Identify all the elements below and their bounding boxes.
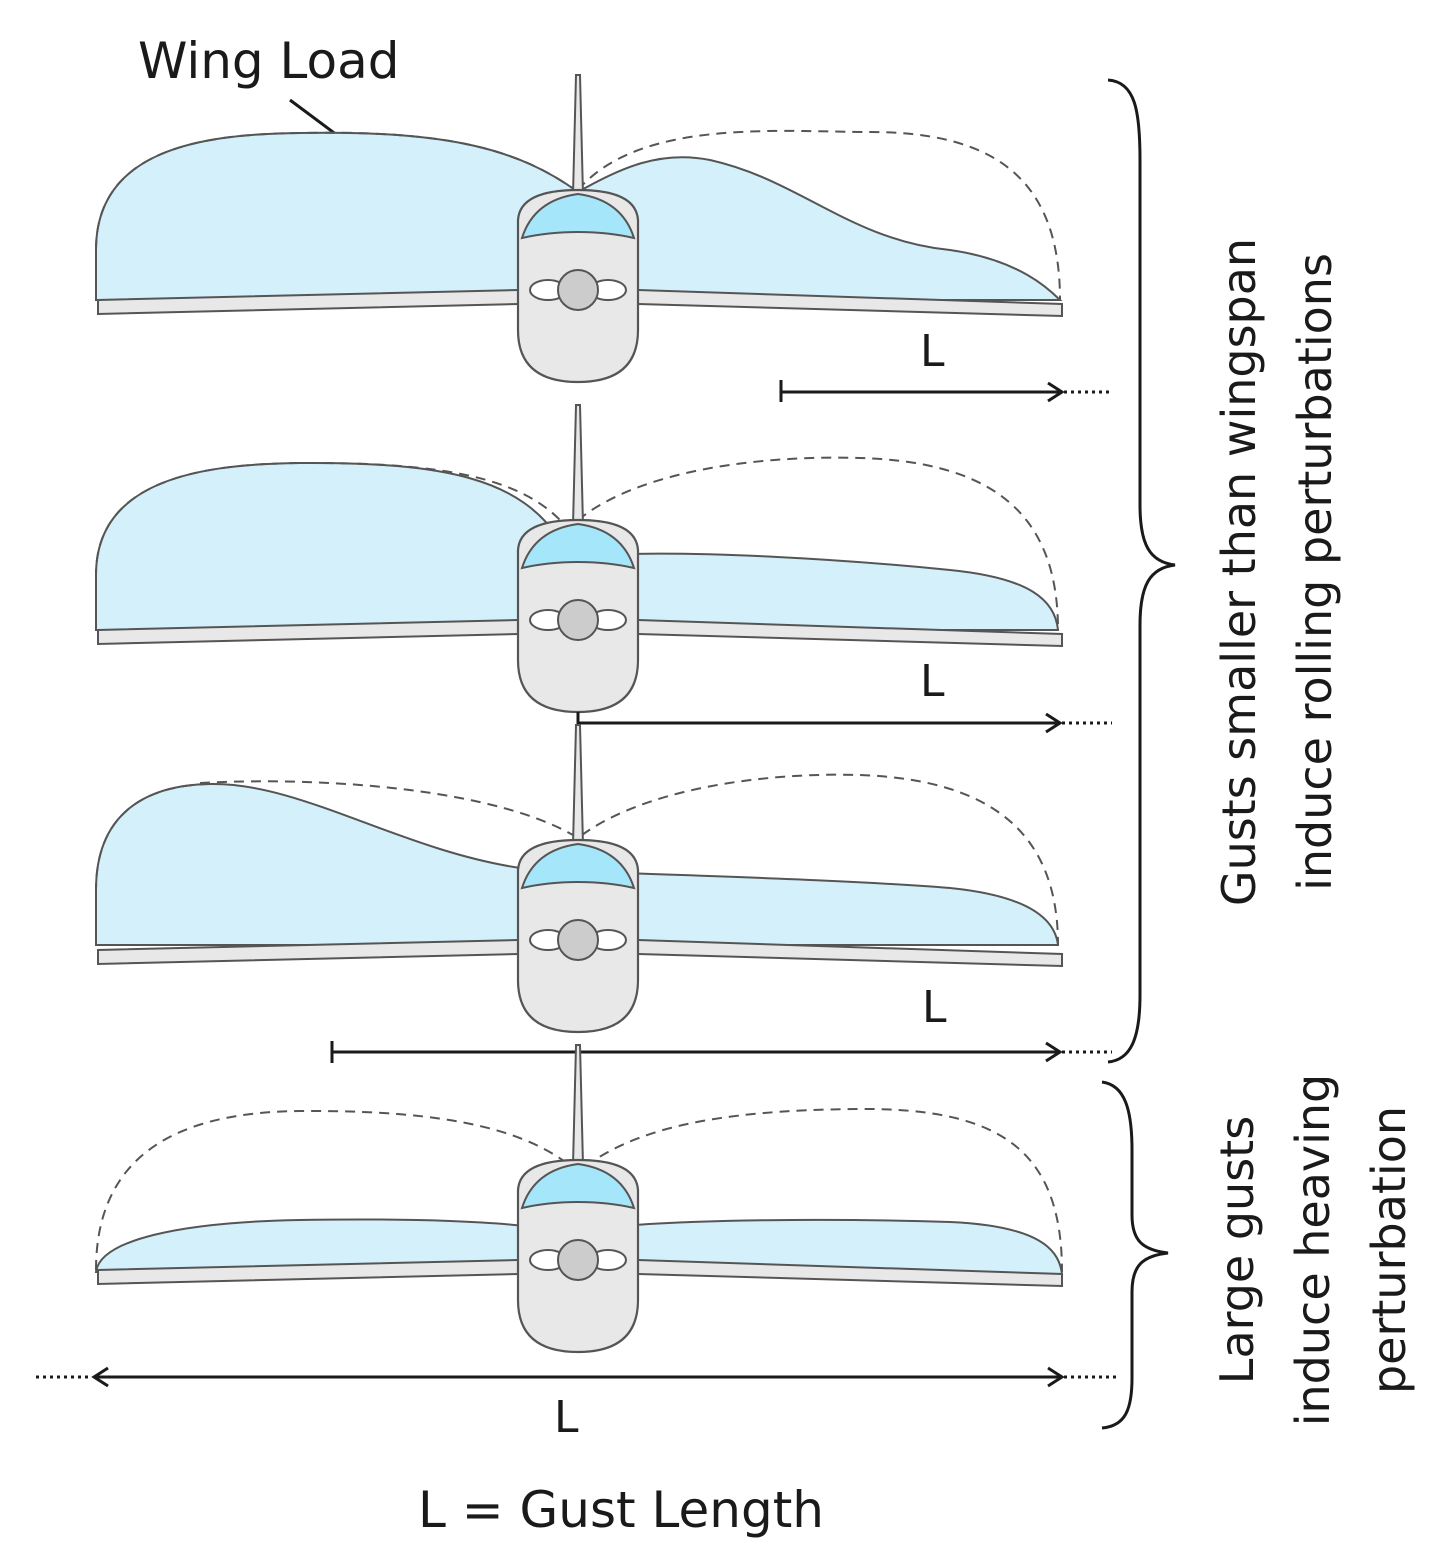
- caption-small-line2: induce rolling perturbations: [1288, 253, 1342, 891]
- caption-small-gusts: Gusts smaller than wingspan induce rolli…: [1212, 238, 1342, 906]
- caption-large-line2: induce heaving: [1286, 1074, 1340, 1427]
- aircraft-panel-4: [94, 1043, 1064, 1354]
- caption-large-gusts: Large gusts induce heaving perturbation: [1210, 1074, 1416, 1427]
- brace-large-gusts: [1101, 1080, 1169, 1430]
- gust-length-legend: L = Gust Length: [418, 1481, 824, 1539]
- aircraft-panel-2: [95, 403, 1064, 714]
- brace-small-gusts: [1107, 78, 1176, 1064]
- gust-length-label-2: L: [920, 656, 945, 707]
- gust-arrow-4: [36, 1366, 1118, 1388]
- aircraft-panel-3: [95, 723, 1064, 1034]
- gust-length-label-4: L: [554, 1392, 579, 1443]
- gust-arrow-1: [779, 380, 1112, 403]
- wing-load-label: Wing Load: [138, 32, 400, 90]
- aircraft-panel-1: [95, 73, 1064, 384]
- gust-arrow-3: [330, 1041, 1112, 1063]
- caption-large-line3: perturbation: [1362, 1106, 1416, 1394]
- caption-small-line1: Gusts smaller than wingspan: [1212, 238, 1266, 906]
- caption-large-line1: Large gusts: [1210, 1116, 1264, 1384]
- gust-length-label-1: L: [920, 326, 945, 377]
- gust-arrow-2: [576, 712, 1112, 734]
- gust-length-label-3: L: [922, 982, 947, 1033]
